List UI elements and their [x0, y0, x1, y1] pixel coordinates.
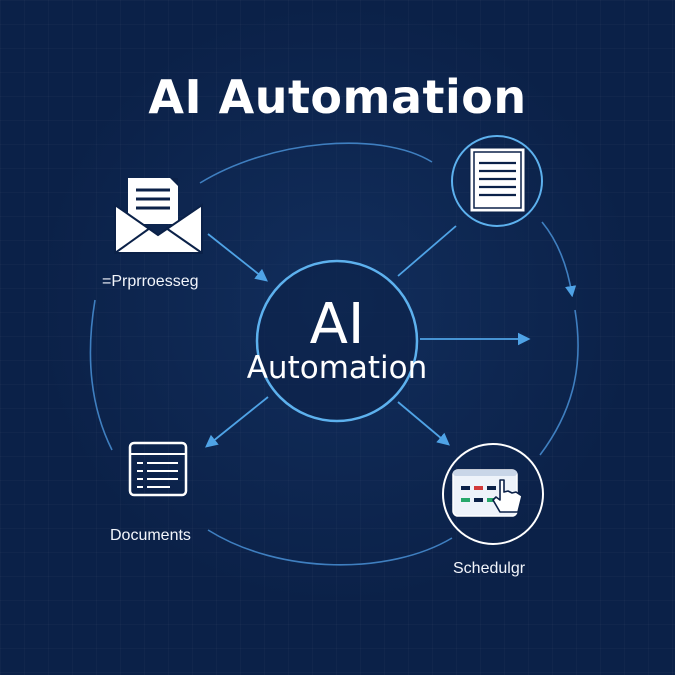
- documents-node-label: Documents: [110, 527, 191, 544]
- orbit-arc-right-upper: [541, 221, 577, 298]
- report-document-icon: [451, 135, 543, 227]
- orbit-arc-left: [89, 299, 113, 451]
- arrow-email-to-center: [207, 233, 268, 282]
- orbit-arc-top: [199, 142, 433, 184]
- arrow-center-to-report: [397, 225, 457, 277]
- envelope-document-icon: [114, 178, 203, 254]
- diagram-title: AI Automation: [148, 70, 527, 124]
- arrow-center-to-documents: [205, 396, 269, 448]
- center-hub-title: AI: [309, 292, 365, 357]
- orbit-arc-right: [539, 309, 579, 456]
- orbit-arc-bottom: [207, 529, 453, 566]
- scheduler-node-label: Schedulgr: [453, 560, 526, 577]
- center-hub-subtitle: Automation: [246, 350, 428, 386]
- center-hub-ring: [255, 259, 419, 423]
- orbit-arcs: [89, 142, 579, 566]
- arrow-center-to-scheduler: [397, 401, 450, 446]
- email-node-label: =Prprroesseg: [102, 273, 199, 290]
- touch-dashboard-icon: [442, 443, 544, 545]
- document-list-icon: [128, 441, 188, 497]
- connector-arrows: [205, 225, 531, 448]
